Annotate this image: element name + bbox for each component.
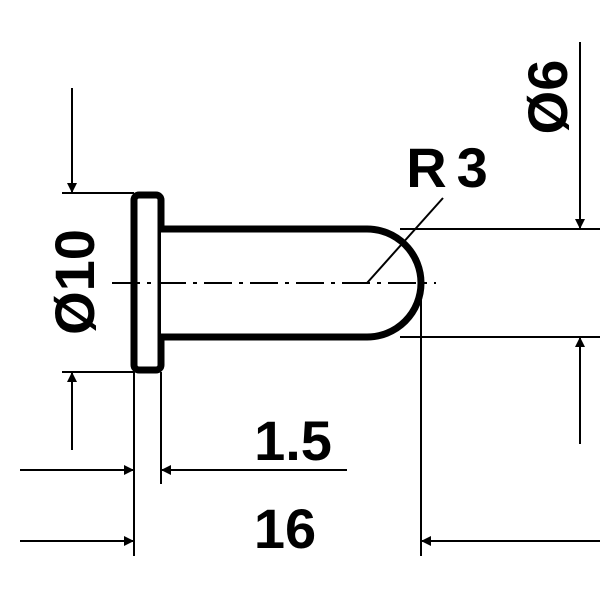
- pin-diameter-label: Ø6: [516, 60, 579, 135]
- overall-length-label: 16: [254, 497, 316, 560]
- pin-body: [161, 225, 425, 341]
- extension-lines: [62, 192, 600, 556]
- head-thickness-label: 1.5: [254, 409, 332, 472]
- head-diameter-label: Ø10: [43, 229, 106, 335]
- tip-radius-label: R3: [406, 136, 498, 199]
- radius-leader: [366, 197, 444, 284]
